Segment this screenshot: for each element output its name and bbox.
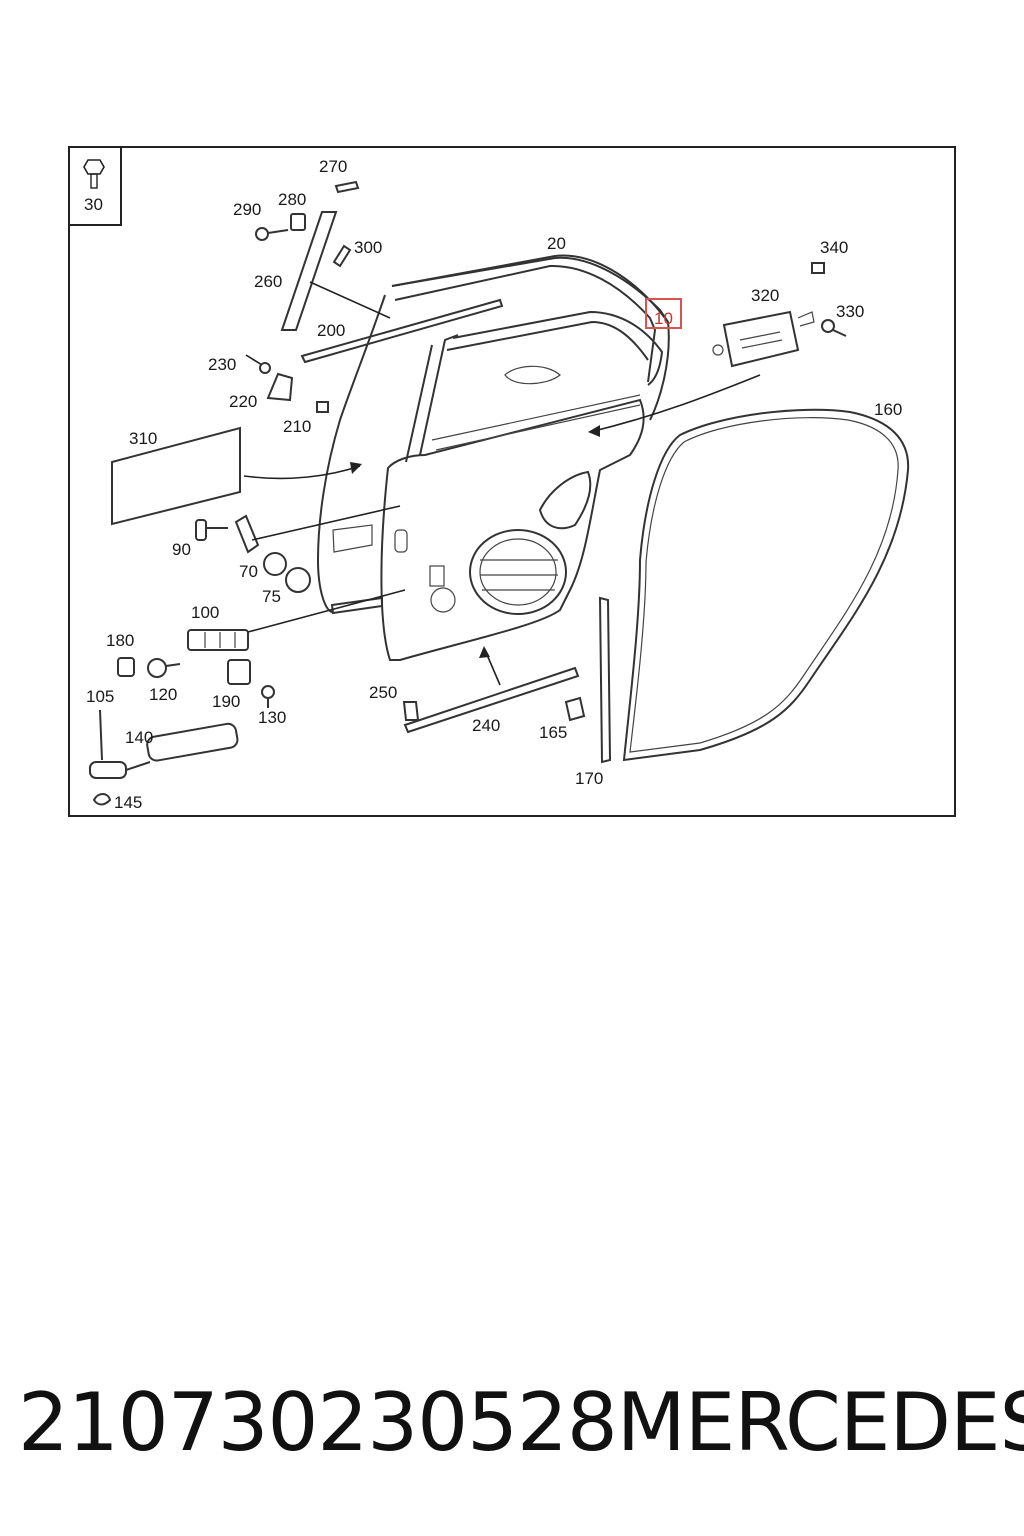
part-220-bracket: [266, 372, 294, 402]
label-290: 290: [233, 200, 261, 219]
part-160-door-seal: [622, 408, 910, 762]
part-300-clip: [332, 244, 352, 268]
corner-label: 30: [84, 195, 103, 214]
part-75-nut: [285, 567, 311, 593]
label-100: 100: [191, 603, 219, 622]
label-20: 20: [547, 234, 566, 253]
label-165: 165: [539, 723, 567, 742]
label-120: 120: [149, 685, 177, 704]
label-145: 145: [114, 793, 142, 812]
part-340-clip: [811, 262, 825, 274]
label-200: 200: [317, 321, 345, 340]
part-105-pin: [99, 709, 103, 761]
label-75: 75: [262, 587, 281, 606]
part-90-bolt: [195, 519, 228, 541]
label-320: 320: [751, 286, 779, 305]
diagram-frame: [68, 146, 956, 817]
part-120-bolt: [147, 658, 181, 678]
arrow-320-to-door: [589, 374, 761, 433]
label-160: 160: [874, 400, 902, 419]
label-330: 330: [836, 302, 864, 321]
arrow-310-to-door: [243, 465, 361, 480]
label-300: 300: [354, 238, 382, 257]
label-210: 210: [283, 417, 311, 436]
part-330-screw: [821, 319, 847, 337]
part-70-nut: [263, 552, 287, 576]
part-310-panel: [111, 426, 241, 526]
label-240: 240: [472, 716, 500, 735]
label-220: 220: [229, 392, 257, 411]
label-190: 190: [212, 692, 240, 711]
part-230-pin: [245, 354, 271, 374]
part-180-clip: [117, 657, 135, 677]
bolt-icon: [83, 159, 105, 189]
label-340: 340: [820, 238, 848, 257]
part-hinge-upper: [234, 514, 260, 554]
label-70: 70: [239, 562, 258, 581]
part-20-frame-seal: [391, 254, 666, 319]
label-280: 280: [278, 190, 306, 209]
part-210-clip: [316, 401, 329, 413]
corner-legend-box: [68, 146, 122, 226]
label-10: 10: [654, 309, 673, 328]
part-290-screw: [255, 227, 289, 241]
label-260: 260: [254, 272, 282, 291]
part-100-check-strap: [187, 629, 249, 651]
part-200-belt-strip: [300, 298, 504, 364]
part-170-strip: [598, 596, 612, 764]
label-310: 310: [129, 429, 157, 448]
label-105: 105: [86, 687, 114, 706]
label-90: 90: [172, 540, 191, 559]
part-140-gas-strut: [89, 722, 239, 779]
brand-name: MERCEDES: [616, 1375, 1024, 1469]
part-130-screw: [261, 685, 275, 708]
label-170: 170: [575, 769, 603, 788]
part-250-clip: [402, 701, 420, 721]
label-250: 250: [369, 683, 397, 702]
label-230: 230: [208, 355, 236, 374]
label-180: 180: [106, 631, 134, 650]
part-145-clip: [92, 793, 112, 806]
part-240-lower-strip: [403, 666, 580, 734]
label-130: 130: [258, 708, 286, 727]
part-260-pillar-trim: [280, 211, 338, 331]
part-320-control-module: [712, 310, 815, 368]
part-165-clip: [564, 696, 586, 722]
part-190-bracket: [227, 659, 251, 685]
part-number: 210730230528: [18, 1375, 618, 1469]
part-280-clip: [290, 213, 306, 231]
label-270: 270: [319, 157, 347, 176]
label-140: 140: [125, 728, 153, 747]
part-270-bracket: [334, 180, 360, 194]
caption-bar: 210730230528 MERCEDES: [18, 1372, 1024, 1472]
highlight-box: [645, 298, 682, 329]
